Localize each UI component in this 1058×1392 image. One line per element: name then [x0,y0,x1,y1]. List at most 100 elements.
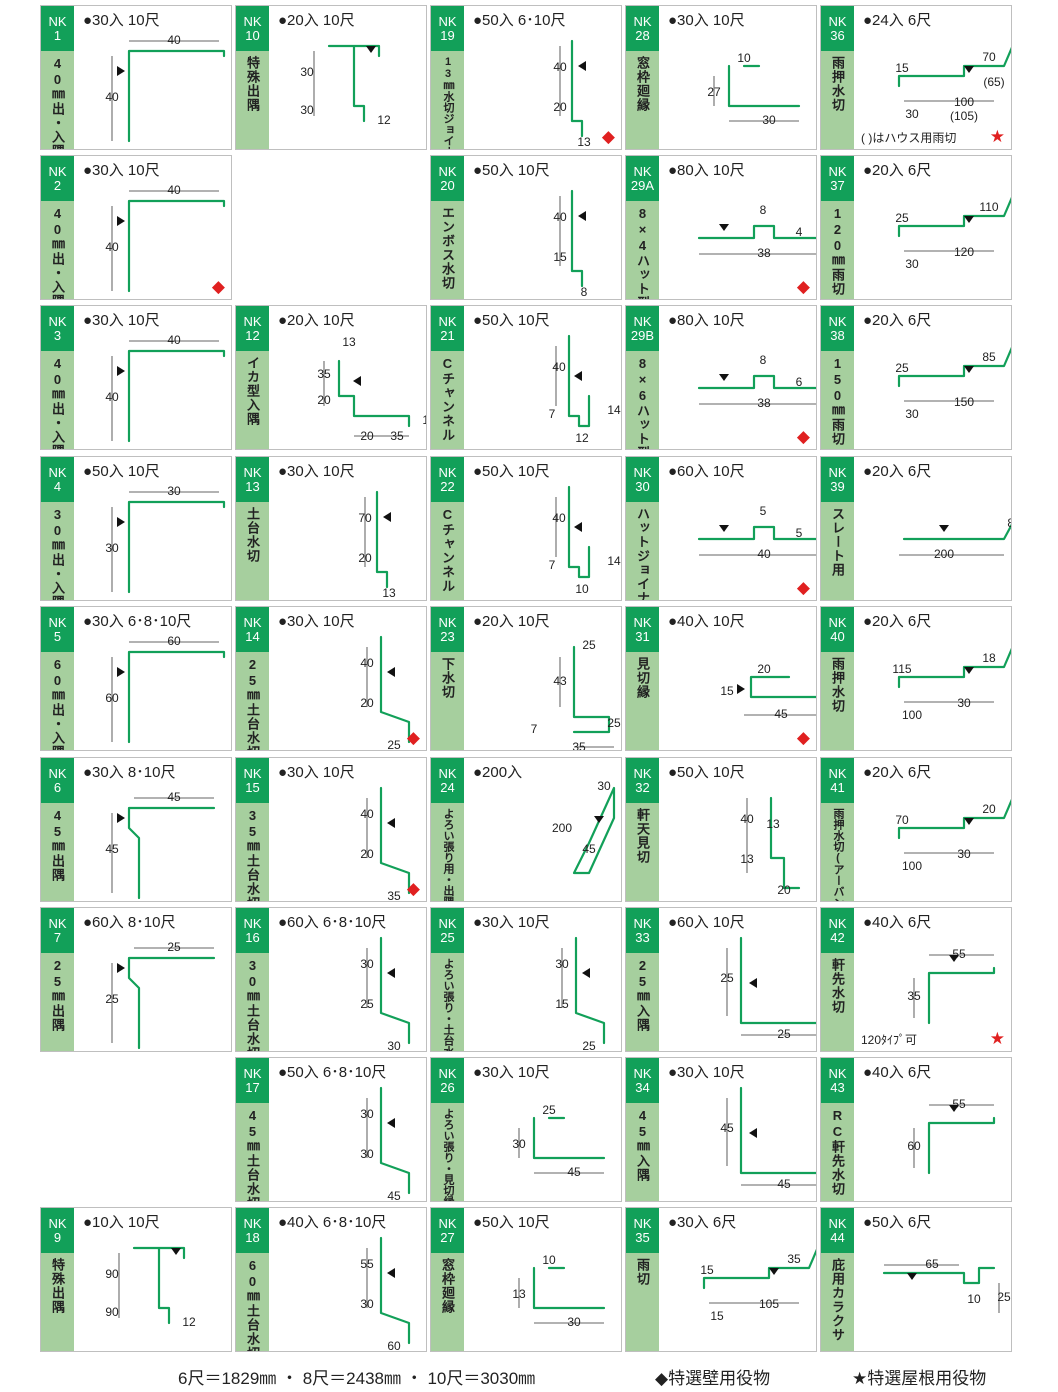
product-name-text: RC軒先水切 [830,1108,845,1196]
svg-text:30: 30 [597,779,611,793]
svg-text:14: 14 [607,554,621,568]
svg-text:35: 35 [907,989,921,1003]
svg-text:4: 4 [796,225,803,239]
svg-text:43: 43 [553,674,567,688]
product-spec: ●30入 10尺 [278,764,355,781]
product-spec: ●60入 6･8･10尺 [278,914,387,931]
svg-text:40: 40 [167,33,181,47]
product-spec: ●40入 6尺 [863,1064,932,1081]
product-name: 雨押水切(アーバン一用) [821,808,854,901]
product-name: 13㎜水切ジョイナー [431,56,464,149]
svg-text:15: 15 [553,250,567,264]
product-spec: ●50入 10尺 [473,1214,550,1231]
svg-text:30: 30 [567,1315,581,1329]
svg-text:14: 14 [607,403,621,417]
svg-text:25: 25 [895,211,909,225]
svg-text:30: 30 [512,1137,526,1151]
product-code: NK 16 [236,908,269,953]
svg-text:30: 30 [360,957,374,971]
svg-text:13: 13 [382,586,396,600]
svg-text:45: 45 [774,707,788,721]
star-icon: ★ [989,127,1005,146]
profile-drawing: 133520132035 [317,335,426,443]
product-side-band: NK 41 雨押水切(アーバン一用) [821,758,854,901]
product-name-text: スレート用 [830,507,845,577]
product-code-text: NK 24 [438,765,457,795]
svg-text:40: 40 [167,333,181,347]
product-code: NK 13 [236,457,269,502]
svg-text:25: 25 [720,971,734,985]
product-spec: ●24入 6尺 [863,12,932,29]
product-code: NK 5 [41,607,74,652]
product-code-text: NK 9 [48,1215,67,1245]
product-name: 25㎜出隅 [41,958,74,1047]
svg-text:35: 35 [387,889,401,902]
product-name-text: 60㎜出・入隅 [50,657,65,751]
svg-text:20: 20 [553,100,567,114]
product-name: 40㎜出・入隅 [41,206,74,299]
product-name-text: 特殊出隅 [50,1258,65,1314]
svg-text:18: 18 [982,651,996,665]
svg-text:100: 100 [902,708,922,722]
product-code-text: NK 41 [828,765,847,795]
product-code-text: NK 6 [48,765,67,795]
svg-text:10: 10 [967,1292,981,1306]
product-spec: ●50入 10尺 [473,162,550,179]
product-name-text: 下水切 [440,657,455,699]
product-spec: ●60入 10尺 [668,914,745,931]
svg-text:13: 13 [342,335,356,349]
product-spec: ●80入 10尺 [668,312,745,329]
svg-text:15: 15 [720,684,734,698]
product-code: NK 22 [431,457,464,502]
svg-text:12: 12 [182,1315,196,1329]
product-name-text: Cチャンネル [440,356,455,442]
product-name: 特殊出隅 [236,56,269,145]
product-spec: ●200入 [473,764,523,781]
product-card: NK 39スレート用87200●20入 6尺 [820,456,1012,601]
svg-text:12: 12 [377,113,391,127]
svg-text:85: 85 [982,350,996,364]
svg-text:20: 20 [982,802,996,816]
product-spec: ●50入 6･10尺 [473,12,566,29]
svg-text:25: 25 [582,1039,596,1052]
product-code: NK 17 [236,1058,269,1103]
svg-text:10: 10 [737,51,751,65]
product-code-text: NK 14 [243,614,262,644]
product-spec: ●40入 6･8･10尺 [278,1214,387,1231]
product-name: 8×6ハット型 [626,356,659,449]
product-name-text: 雨押水切 [830,56,845,112]
product-spec: ●60入 8･10尺 [83,914,176,931]
product-spec: ●30入 10尺 [83,12,160,29]
product-code-text: NK 26 [438,1065,457,1095]
product-name: 25㎜土台水切 [236,657,269,750]
product-code-text: NK 15 [243,765,262,795]
svg-text:110: 110 [979,200,998,214]
product-spec: ●50入 6･8･10尺 [278,1064,387,1081]
product-code-text: NK 17 [243,1065,262,1095]
product-name: 窓枠廻縁 [626,56,659,145]
